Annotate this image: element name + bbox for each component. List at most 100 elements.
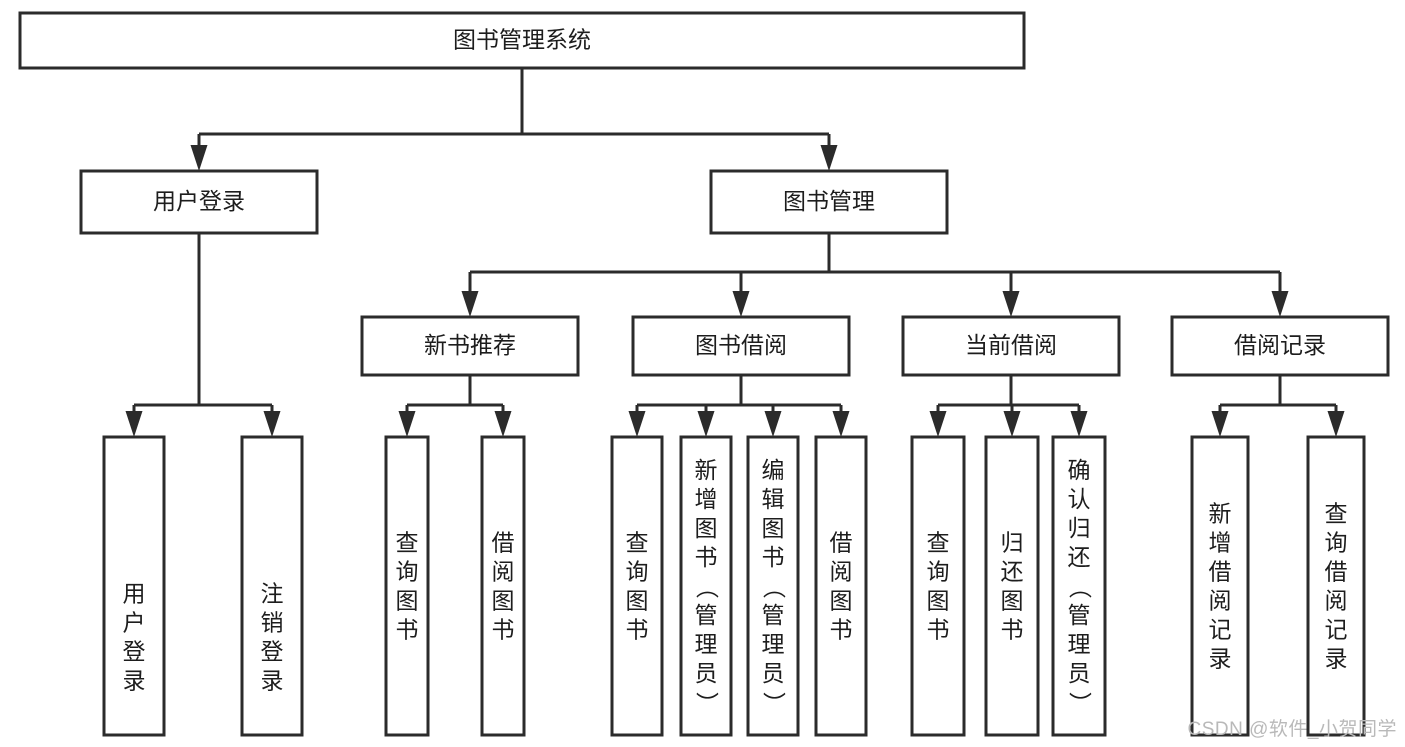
node-label-char-leaf-add-record: 录 [1209, 646, 1232, 672]
node-label-user-login: 用户登录 [153, 188, 245, 214]
node-label-char-leaf-add-book: 增 [695, 486, 718, 512]
node-label-char-leaf-borrow-book-rec: 图 [492, 588, 515, 614]
node-label-char-leaf-add-book: 新 [695, 457, 718, 483]
arrowhead-leaf-borrow-book [832, 411, 850, 437]
node-box-book-manage[interactable] [709, 169, 949, 235]
node-box-leaf-edit-book[interactable] [746, 435, 800, 737]
node-label-char-leaf-add-record: 增 [1209, 530, 1232, 556]
node-box-borrow-record[interactable] [1170, 315, 1390, 377]
node-label-char-leaf-confirm-return: 管 [1068, 602, 1091, 628]
node-label-char-leaf-logout: 录 [261, 668, 284, 694]
node-current-borrow[interactable]: 当前借阅 [901, 315, 1121, 377]
node-label-char-leaf-confirm-return: 理 [1068, 631, 1091, 657]
node-label-root: 图书管理系统 [453, 27, 591, 53]
arrowhead-user-login [190, 145, 208, 171]
node-box-leaf-add-record[interactable] [1190, 435, 1250, 737]
arrowhead-book-borrow [732, 291, 750, 317]
node-root[interactable]: 图书管理系统 [18, 11, 1026, 70]
arrowhead-leaf-edit-book [764, 411, 782, 437]
arrowhead-borrow-record [1271, 291, 1289, 317]
node-label-char-leaf-confirm-return: 还 [1068, 544, 1091, 570]
node-label-char-leaf-query-record: 询 [1325, 530, 1348, 556]
node-label-char-leaf-user-login: 登 [123, 639, 146, 665]
node-label-char-leaf-confirm-return: 员 [1068, 660, 1091, 686]
node-label-char-leaf-return-book: 图 [1001, 588, 1024, 614]
node-label-char-leaf-confirm-return: （ [1067, 576, 1093, 599]
connectors-layer [125, 68, 1345, 437]
node-box-book-borrow[interactable] [631, 315, 851, 377]
node-box-leaf-add-book[interactable] [679, 435, 733, 737]
node-label-char-leaf-user-login: 用 [123, 581, 146, 607]
node-label-char-leaf-query-record: 记 [1325, 617, 1348, 643]
node-label-borrow-record: 借阅记录 [1234, 332, 1326, 358]
node-box-leaf-query-book-cur[interactable] [910, 435, 966, 737]
node-label-char-leaf-query-book-cur: 书 [927, 617, 950, 643]
node-label-char-leaf-edit-book: 员 [762, 660, 785, 686]
node-box-leaf-borrow-book[interactable] [814, 435, 868, 737]
node-label-char-leaf-query-record: 借 [1325, 559, 1348, 585]
node-label-char-leaf-borrow-book-rec: 借 [492, 530, 515, 556]
node-book-borrow[interactable]: 图书借阅 [631, 315, 851, 377]
node-user-login[interactable]: 用户登录 [79, 169, 319, 235]
node-label-char-leaf-confirm-return: 认 [1068, 486, 1091, 512]
arrowhead-current-borrow [1002, 291, 1020, 317]
node-label-new-book-rec: 新书推荐 [424, 332, 516, 358]
node-label-char-leaf-edit-book: 书 [762, 544, 785, 570]
arrowhead-leaf-query-book-rec [398, 411, 416, 437]
node-borrow-record[interactable]: 借阅记录 [1170, 315, 1390, 377]
node-label-char-leaf-edit-book: （ [761, 576, 787, 599]
node-box-leaf-user-login[interactable] [102, 435, 166, 737]
node-box-leaf-confirm-return[interactable] [1051, 435, 1107, 737]
arrowhead-leaf-query-book-cur [929, 411, 947, 437]
node-label-char-leaf-query-book-cur: 询 [927, 559, 950, 585]
node-label-char-leaf-query-book-borrow: 图 [626, 588, 649, 614]
node-label-char-leaf-borrow-book-rec: 阅 [492, 559, 515, 585]
arrowhead-book-manage [820, 145, 838, 171]
node-label-char-leaf-confirm-return: ） [1067, 692, 1093, 715]
arrowhead-new-book-rec [461, 291, 479, 317]
node-box-leaf-logout[interactable] [240, 435, 304, 737]
node-label-char-leaf-logout: 销 [261, 610, 284, 636]
node-label-char-leaf-query-book-rec: 查 [396, 530, 419, 556]
node-label-char-leaf-add-record: 阅 [1209, 588, 1232, 614]
node-box-leaf-query-record[interactable] [1306, 435, 1366, 737]
node-label-char-leaf-query-book-borrow: 询 [626, 559, 649, 585]
node-box-current-borrow[interactable] [901, 315, 1121, 377]
node-label-char-leaf-add-book: （ [694, 576, 720, 599]
node-box-user-login[interactable] [79, 169, 319, 235]
node-box-leaf-query-book-borrow[interactable] [610, 435, 664, 737]
node-box-leaf-query-book-rec[interactable] [384, 435, 430, 737]
node-leaf-user-login[interactable]: 用户登录 [102, 435, 166, 737]
node-new-book-rec[interactable]: 新书推荐 [360, 315, 580, 377]
node-label-char-leaf-query-book-borrow: 查 [626, 530, 649, 556]
node-label-char-leaf-add-book: 管 [695, 602, 718, 628]
node-label-char-leaf-query-book-rec: 图 [396, 588, 419, 614]
node-label-char-leaf-borrow-book: 借 [830, 530, 853, 556]
node-box-leaf-borrow-book-rec[interactable] [480, 435, 526, 737]
node-label-char-leaf-return-book: 归 [1001, 530, 1024, 556]
arrowhead-leaf-add-book [697, 411, 715, 437]
arrowhead-leaf-add-record [1211, 411, 1229, 437]
arrowhead-leaf-query-record [1327, 411, 1345, 437]
node-box-root[interactable] [18, 11, 1026, 70]
node-book-manage[interactable]: 图书管理 [709, 169, 949, 235]
node-label-char-leaf-borrow-book-rec: 书 [492, 617, 515, 643]
node-label-char-leaf-confirm-return: 归 [1068, 515, 1091, 541]
node-label-char-leaf-user-login: 录 [123, 668, 146, 694]
node-box-new-book-rec[interactable] [360, 315, 580, 377]
node-box-leaf-return-book[interactable] [984, 435, 1040, 737]
node-label-char-leaf-query-book-borrow: 书 [626, 617, 649, 643]
